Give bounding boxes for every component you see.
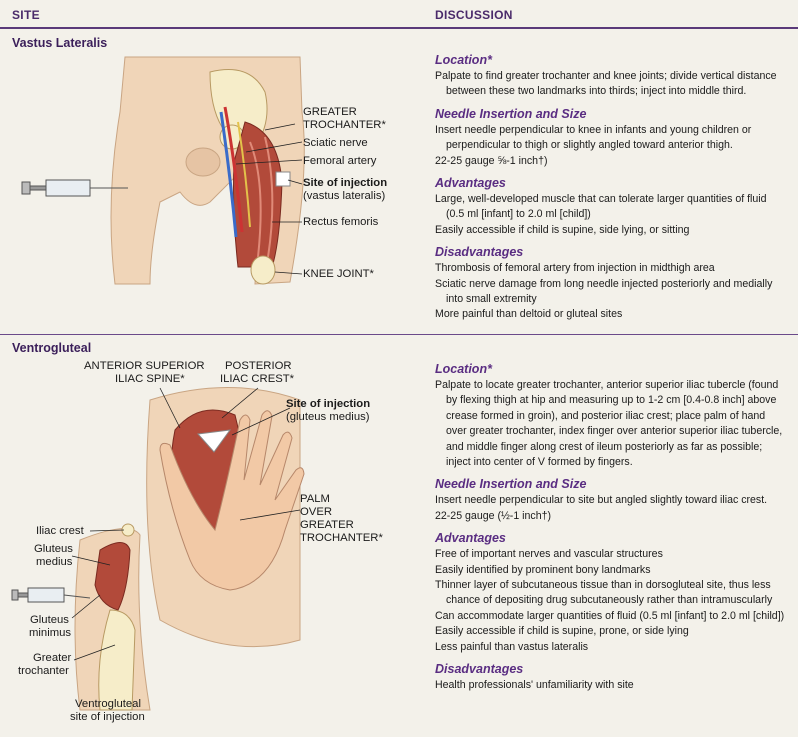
needle-text: Insert needle perpendicular to site but … — [435, 494, 768, 507]
label-gluteus-minimus-2: minimus — [29, 627, 72, 639]
advantage-item: Free of important nerves and vascular st… — [435, 548, 663, 561]
label-asis-1: ANTERIOR SUPERIOR — [84, 360, 205, 372]
location-heading: Location* — [435, 53, 492, 67]
label-palm-2: OVER — [300, 506, 333, 518]
advantages-heading: Advantages — [435, 176, 506, 191]
label-site-sub: (vastus lateralis) — [303, 190, 386, 202]
location-text: Palpate to find greater trochanter and k… — [435, 70, 777, 98]
vastus-lateralis-title: Vastus Lateralis — [12, 36, 108, 50]
label-asis-2: ILIAC SPINE* — [115, 373, 185, 385]
advantage-item: Easily accessible if child is supine, pr… — [435, 625, 689, 638]
needle-gauge: 22-25 gauge ⅝-1 inch†) — [435, 154, 548, 167]
label-iliac-crest: Iliac crest — [36, 525, 84, 537]
label-rectus-femoris: Rectus femoris — [303, 216, 379, 228]
disadvantages-heading: Disadvantages — [435, 662, 524, 677]
label-gluteus-medius-1: Gluteus — [34, 543, 73, 555]
label-site-of-injection: Site of injection — [286, 398, 371, 410]
needle-heading: Needle Insertion and Size — [435, 106, 587, 121]
location-heading: Location* — [435, 362, 492, 376]
label-palm-4: TROCHANTER* — [300, 532, 383, 544]
label-knee-joint: KNEE JOINT* — [303, 268, 374, 280]
caption-1: Ventrogluteal — [75, 698, 141, 710]
ventrogluteal-title: Ventrogluteal — [12, 341, 92, 355]
table-header: SITE DISCUSSION — [0, 0, 798, 29]
needle-text: Insert needle perpendicular to knee in i… — [435, 123, 752, 152]
label-sciatic-nerve: Sciatic nerve — [303, 137, 368, 149]
caption-2: site of injection — [70, 711, 145, 723]
label-pic-2: ILIAC CREST* — [220, 373, 295, 385]
disadvantage-item: More painful than deltoid or gluteal sit… — [435, 308, 623, 321]
needle-gauge: 22-25 gauge (½-1 inch†) — [435, 509, 552, 522]
advantage-item: Easily accessible if child is supine, si… — [435, 223, 690, 236]
disadvantage-item: Thrombosis of femoral artery from inject… — [435, 262, 715, 275]
label-greater-trochanter: GREATER TROCHANTER* — [303, 106, 386, 131]
label-pic-1: POSTERIOR — [225, 360, 292, 372]
disadvantage-item: Sciatic nerve damage from long needle in… — [435, 277, 773, 306]
ventrogluteal-discussion: Location* Palpate to locate greater troc… — [435, 355, 787, 694]
advantage-item: Large, well-developed muscle that can to… — [435, 193, 767, 221]
label-palm-1: PALM — [300, 493, 330, 505]
vastus-lateralis-illustration — [21, 56, 305, 285]
advantage-item: Can accommodate larger quantities of flu… — [435, 609, 785, 622]
label-gluteus-minimus-1: Gluteus — [30, 614, 69, 626]
section-divider — [0, 334, 798, 335]
site-column-header: SITE — [12, 8, 40, 22]
label-palm-3: GREATER — [300, 519, 354, 531]
disadvantages-heading: Disadvantages — [435, 245, 524, 260]
label-site-of-injection: Site of injection — [303, 177, 388, 189]
advantage-item: Less painful than vastus lateralis — [435, 640, 589, 653]
advantage-item: Easily identified by prominent bony land… — [435, 563, 651, 576]
advantages-heading: Advantages — [435, 531, 506, 546]
label-site-sub: (gluteus medius) — [286, 411, 370, 423]
label-greater-trochanter-2: trochanter — [18, 665, 69, 677]
label-gluteus-medius-2: medius — [36, 556, 73, 568]
ventrogluteal-illustration — [11, 387, 305, 711]
disadvantage-item: Health professionals' unfamiliarity with… — [435, 679, 634, 692]
vastus-discussion: Location* Palpate to find greater trocha… — [435, 46, 787, 323]
location-text: Palpate to locate greater trochanter, an… — [435, 379, 783, 469]
label-femoral-artery: Femoral artery — [303, 155, 377, 167]
needle-heading: Needle Insertion and Size — [435, 477, 587, 492]
advantage-item: Thinner layer of subcutaneous tissue tha… — [435, 579, 773, 607]
label-greater-trochanter-1: Greater — [33, 652, 72, 664]
discussion-column-header: DISCUSSION — [435, 8, 513, 22]
